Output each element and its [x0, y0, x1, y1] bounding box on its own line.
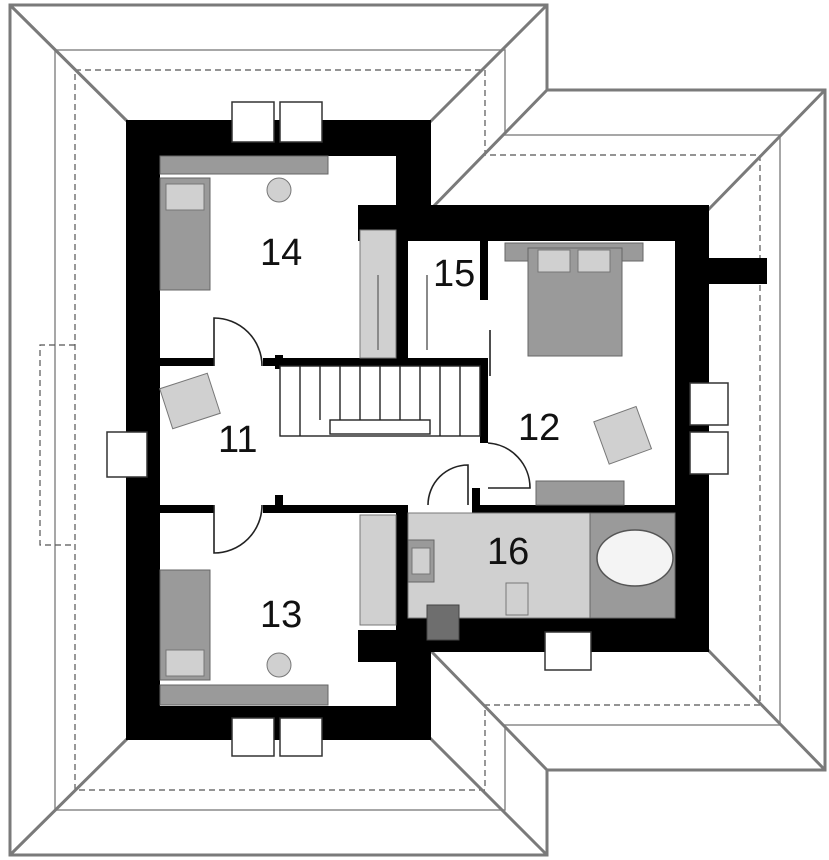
room-11-furniture: [159, 372, 221, 430]
stair-landing: [329, 419, 431, 435]
room-label-15: 15: [433, 253, 475, 295]
pillow-14: [165, 183, 205, 211]
door-13: [213, 504, 263, 554]
wall-int-11-13b: [263, 505, 408, 513]
lamp-13: [266, 652, 292, 678]
wall-post-b: [275, 495, 283, 509]
desk-13: [159, 684, 329, 706]
roof-hip-ne2: [428, 88, 549, 212]
wall-east-stub: [705, 258, 767, 284]
dresser-12: [535, 480, 625, 506]
room-13-furniture: [159, 514, 397, 706]
wall-post-a: [275, 355, 283, 369]
wall-east: [675, 205, 709, 650]
door-12: [487, 442, 531, 489]
wall-south-left: [126, 706, 431, 740]
window-13-b: [279, 717, 323, 757]
wall-west: [126, 120, 160, 740]
room-16-furniture: [407, 512, 676, 641]
pillow-12-b: [577, 249, 611, 273]
wall-int-stair-12: [480, 358, 488, 443]
wall-south-notch: [358, 630, 403, 662]
roof-hip-ne1: [428, 3, 549, 124]
wall-int-14-11a: [160, 358, 214, 366]
staircase: [279, 365, 481, 437]
shower-16: [426, 604, 460, 641]
window-11: [106, 431, 148, 478]
roof-hip-nw: [8, 3, 130, 124]
room-label-13: 13: [260, 594, 302, 636]
room-label-16: 16: [487, 531, 529, 573]
wardrobe-13: [359, 514, 397, 626]
wall-int-13-16: [396, 505, 408, 630]
wall-north-left: [126, 120, 431, 156]
lamp-14: [266, 177, 292, 203]
wall-int-15-12: [480, 240, 488, 300]
room-label-12: 12: [518, 407, 560, 449]
wall-post-c: [472, 488, 480, 513]
window-14-b: [279, 101, 323, 143]
toilet-16: [505, 582, 529, 616]
windows: [106, 101, 729, 757]
roof-hip-se1: [706, 648, 827, 772]
window-14-a: [231, 101, 275, 143]
walls: [126, 120, 767, 740]
sink-basin: [411, 547, 431, 575]
armchair-11: [159, 372, 221, 430]
roof-hip-sw: [8, 736, 130, 857]
roof-hip-se2: [428, 648, 549, 772]
room-12-furniture: [504, 242, 653, 506]
roof-outline: [8, 3, 827, 857]
armchair-12: [593, 405, 653, 465]
wall-int-11-13a: [160, 505, 214, 513]
window-13-a: [231, 717, 275, 757]
roof-hip-se3: [428, 736, 549, 857]
window-16: [544, 631, 592, 671]
roof-left-notch: [39, 344, 75, 546]
pillow-13: [165, 649, 205, 677]
roof-hip-ne3: [706, 88, 827, 212]
door-14: [213, 317, 263, 367]
room-15-racks: [377, 275, 428, 350]
wall-int-14-15: [396, 215, 408, 360]
room-label-11: 11: [218, 419, 257, 461]
room-label-14: 14: [260, 232, 302, 274]
wall-int-14-11b: [263, 358, 485, 366]
wall-north-step: [396, 120, 431, 215]
bathtub: [596, 529, 674, 587]
room-14-furniture: [159, 155, 397, 359]
window-12-a: [689, 382, 729, 426]
room-labels: 14 15 12 11 16 13: [218, 232, 560, 636]
pillow-12-a: [537, 249, 571, 273]
wall-north-right: [358, 205, 708, 241]
door-16: [427, 464, 469, 506]
window-12-b: [689, 431, 729, 475]
doors: [213, 317, 531, 554]
wall-int-12-16: [472, 505, 675, 513]
desk-14: [159, 155, 329, 175]
